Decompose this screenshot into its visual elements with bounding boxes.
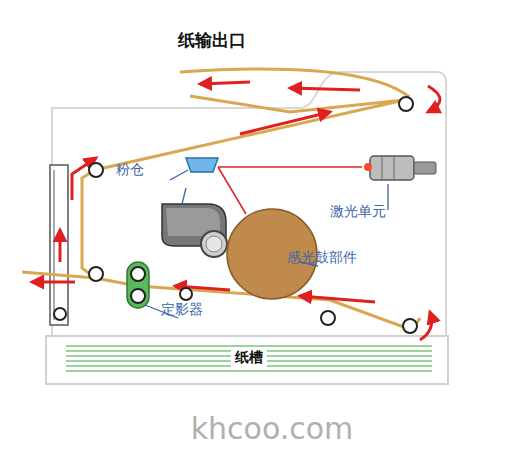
- fuser: [127, 262, 149, 308]
- laser-unit: [364, 156, 436, 180]
- part-label: 定影器: [161, 302, 203, 317]
- rollers: [54, 97, 417, 333]
- part-label: 感光鼓部件: [287, 250, 357, 265]
- toner-hopper: [186, 158, 218, 172]
- part-label: 激光单元: [330, 204, 386, 219]
- paper-stack: [66, 346, 432, 371]
- flow-arrows: [32, 82, 440, 340]
- paper-path: [22, 69, 420, 330]
- developer-roller: [201, 231, 227, 257]
- watermark: khcoo.com: [191, 412, 354, 445]
- tray-band: 纸槽: [66, 340, 432, 376]
- printer-housing: [52, 72, 446, 336]
- paper-tray: [46, 336, 448, 384]
- leader-lines: [145, 170, 388, 318]
- tray-label: 纸槽: [231, 349, 267, 367]
- output-label: 纸输出口: [178, 31, 246, 50]
- part-label: 粉仓: [116, 162, 144, 177]
- side-door: [50, 165, 68, 325]
